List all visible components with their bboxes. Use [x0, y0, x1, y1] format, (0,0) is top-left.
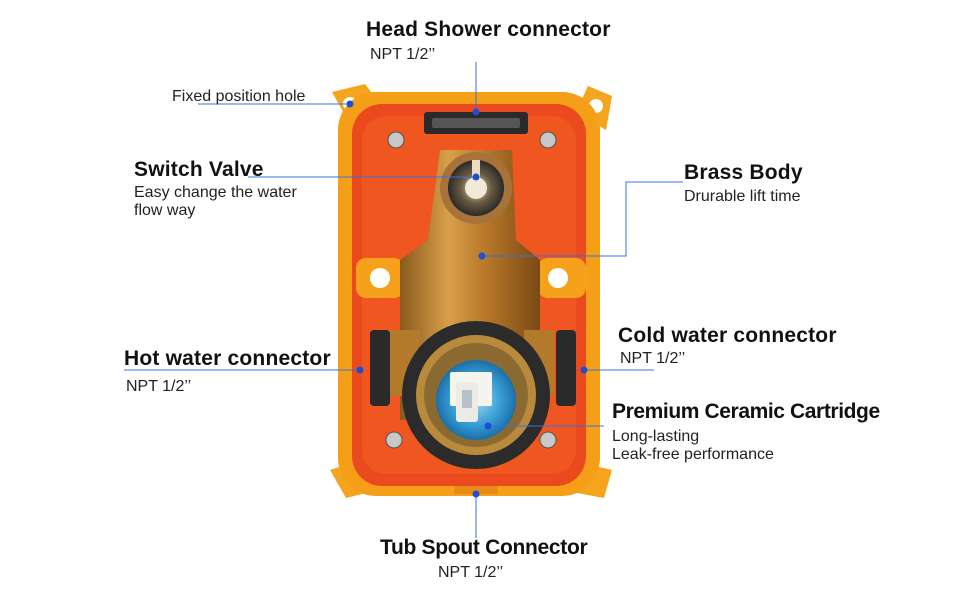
- cartridge-desc-2: Leak-free performance: [612, 446, 774, 463]
- head-shower-title: Head Shower connector: [366, 18, 611, 41]
- hot-water-spec: NPT 1/2’’: [126, 378, 192, 395]
- brass-body-title: Brass Body: [684, 161, 803, 184]
- brass-body-desc: Drurable lift time: [684, 188, 801, 205]
- switch-valve-desc-1: Easy change the water: [134, 184, 297, 201]
- cold-port: [556, 330, 576, 406]
- leader-lines: [124, 62, 683, 538]
- hot-water-title: Hot water connector: [124, 347, 331, 370]
- callout-dots: [346, 100, 588, 498]
- cartridge-desc-1: Long-lasting: [612, 428, 700, 445]
- screws: [385, 131, 557, 449]
- cold-water-title: Cold water connector: [618, 324, 837, 347]
- head-shower-spec: NPT 1/2’’: [370, 46, 436, 63]
- switch-valve-title: Switch Valve: [134, 158, 264, 181]
- cold-water-spec: NPT 1/2’’: [620, 350, 686, 367]
- hot-port: [370, 330, 390, 406]
- fixed-hole-title: Fixed position hole: [172, 88, 306, 105]
- cartridge-title: Premium Ceramic Cartridge: [612, 400, 880, 423]
- tub-spout-spec: NPT 1/2’’: [438, 564, 504, 581]
- switch-valve-desc-2: flow way: [134, 202, 196, 219]
- tub-spout-title: Tub Spout Connector: [380, 536, 588, 559]
